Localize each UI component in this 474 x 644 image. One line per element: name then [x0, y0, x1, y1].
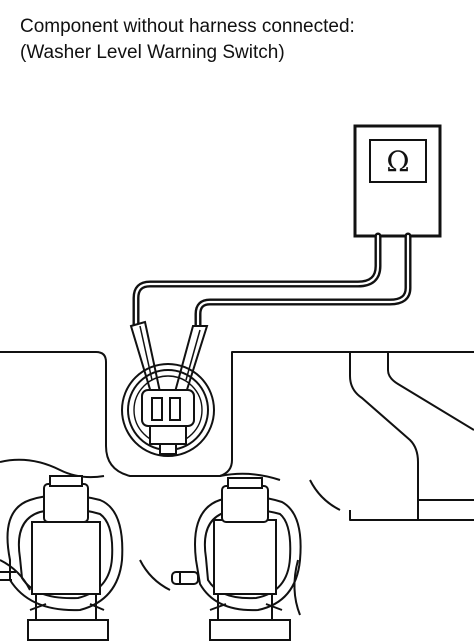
switch-terminals [141, 389, 195, 455]
diagram-caption: Component without harness connected: (Wa… [20, 14, 355, 66]
housing-body [0, 351, 474, 616]
caption-line-1: Component without harness connected: [20, 16, 355, 37]
ohm-symbol: Ω [386, 145, 409, 178]
pump-connector-right [171, 477, 302, 641]
ohmmeter-icon: Ω [353, 124, 442, 238]
tester-leads [132, 232, 412, 330]
caption-line-2: (Washer Level Warning Switch) [20, 42, 285, 63]
pump-connector-left [0, 475, 124, 641]
